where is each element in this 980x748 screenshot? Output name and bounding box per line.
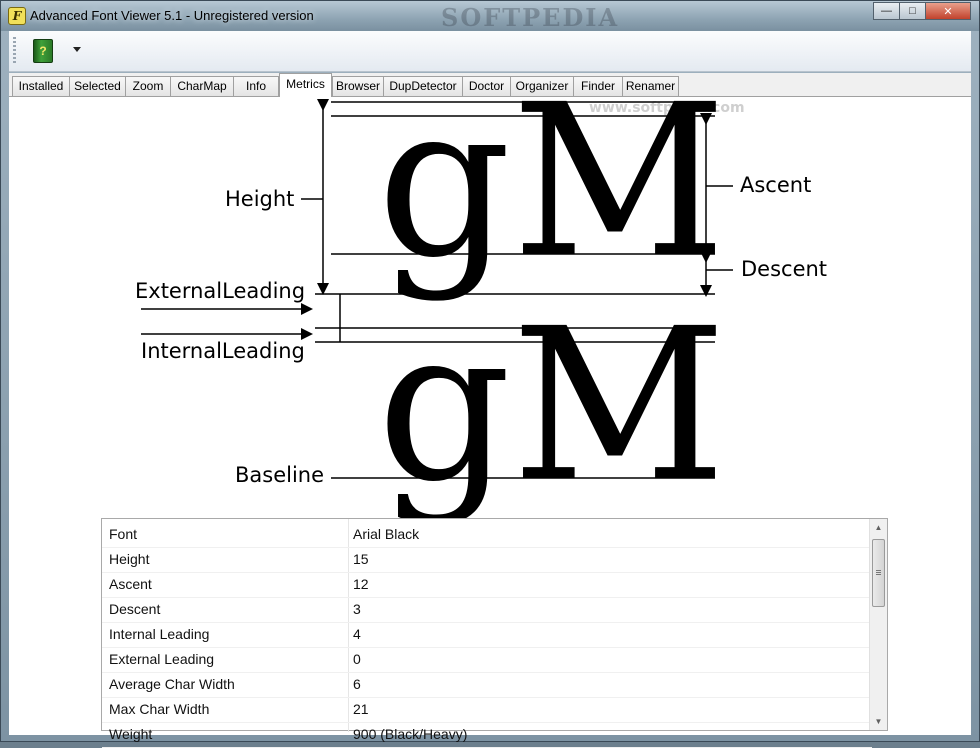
- watermark: SOFTPEDIA: [441, 3, 620, 32]
- tab-renamer[interactable]: Renamer: [622, 76, 679, 96]
- maximize-button[interactable]: □: [899, 2, 926, 20]
- property-name: Internal Leading: [109, 626, 210, 642]
- scroll-up-icon[interactable]: ▲: [874, 523, 883, 532]
- diagram-watermark: www.softpedia.com: [589, 100, 745, 116]
- toolbar: ?: [9, 31, 971, 72]
- internal-leading-label: InternalLeading: [141, 339, 305, 363]
- ascent-label: Ascent: [740, 173, 811, 197]
- sample-glyphs-top: gM: [377, 59, 726, 304]
- table-row[interactable]: Descent 3: [102, 597, 872, 623]
- vertical-scrollbar[interactable]: ▲ ▼: [869, 519, 887, 730]
- table-row[interactable]: Height 15: [102, 547, 872, 573]
- property-name: Average Char Width: [109, 676, 235, 692]
- baseline-label: Baseline: [235, 463, 324, 487]
- metrics-diagram: www.softpedia.com gM gM Height Ascent D: [135, 59, 827, 528]
- tab-installed[interactable]: Installed: [12, 76, 70, 96]
- window-title: Advanced Font Viewer 5.1 - Unregistered …: [30, 8, 314, 23]
- tab-info[interactable]: Info: [233, 76, 279, 96]
- property-value: 21: [353, 701, 369, 717]
- tab-selected[interactable]: Selected: [69, 76, 126, 96]
- property-value: 900 (Black/Heavy): [353, 726, 468, 742]
- property-value: 6: [353, 676, 361, 692]
- window-controls: — □ ✕: [873, 2, 971, 20]
- tab-dupdetector[interactable]: DupDetector: [383, 76, 463, 96]
- table-row[interactable]: External Leading 0: [102, 647, 872, 673]
- table-row[interactable]: Font Arial Black: [102, 522, 872, 548]
- property-name: External Leading: [109, 651, 215, 667]
- chevron-down-icon[interactable]: [73, 47, 81, 52]
- sample-glyphs-bottom: gM: [377, 283, 726, 528]
- table-row[interactable]: Max Char Width 21: [102, 697, 872, 723]
- descent-label: Descent: [741, 257, 827, 281]
- minimize-button[interactable]: —: [873, 2, 900, 20]
- property-name: Height: [109, 551, 150, 567]
- table-row[interactable]: Ascent 12: [102, 572, 872, 598]
- font-properties-grid: Font Arial Black Height 15 Ascent 12 Des…: [101, 518, 888, 748]
- property-value: 15: [353, 551, 369, 567]
- table-row[interactable]: Average Char Width 6: [102, 672, 872, 698]
- property-value: 0: [353, 651, 361, 667]
- tab-bar: Installed Selected Zoom CharMap Info Met…: [9, 73, 971, 97]
- table-row[interactable]: Internal Leading 4: [102, 622, 872, 648]
- property-value: 3: [353, 601, 361, 617]
- tab-doctor[interactable]: Doctor: [462, 76, 511, 96]
- scrollbar-thumb[interactable]: [872, 539, 885, 607]
- property-value: Arial Black: [353, 526, 420, 542]
- property-name: Descent: [109, 601, 161, 617]
- scroll-down-icon[interactable]: ▼: [874, 717, 883, 726]
- help-book-icon[interactable]: ?: [33, 39, 53, 63]
- app-icon: F: [8, 7, 26, 25]
- tab-metrics[interactable]: Metrics: [279, 73, 332, 97]
- tab-organizer[interactable]: Organizer: [510, 76, 574, 96]
- table-row[interactable]: Weight 900 (Black/Heavy): [102, 722, 872, 748]
- title-bar[interactable]: F Advanced Font Viewer 5.1 - Unregistere…: [1, 1, 979, 32]
- property-name: Weight: [109, 726, 153, 742]
- property-name: Max Char Width: [109, 701, 210, 717]
- tab-finder[interactable]: Finder: [573, 76, 623, 96]
- tab-browser[interactable]: Browser: [332, 76, 384, 96]
- close-button[interactable]: ✕: [925, 2, 971, 20]
- property-name: Ascent: [109, 576, 152, 592]
- property-value: 4: [353, 626, 361, 642]
- property-value: 12: [353, 576, 369, 592]
- property-name: Font: [109, 526, 138, 542]
- height-label: Height: [225, 187, 294, 211]
- metrics-panel: www.softpedia.com gM gM Height Ascent D: [9, 59, 971, 748]
- column-divider[interactable]: [348, 519, 349, 732]
- external-leading-label: ExternalLeading: [135, 279, 305, 303]
- toolbar-grip-icon[interactable]: [13, 37, 16, 65]
- tab-charmap[interactable]: CharMap: [170, 76, 234, 96]
- tab-zoom[interactable]: Zoom: [125, 76, 171, 96]
